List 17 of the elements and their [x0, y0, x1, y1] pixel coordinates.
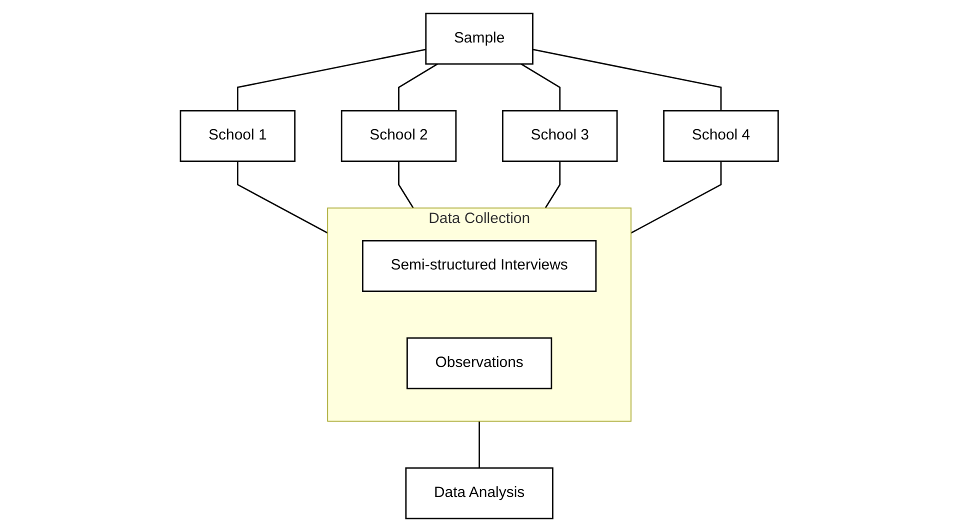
node-box: Data Analysis: [405, 466, 554, 519]
node-box: Semi-structured Interviews: [362, 240, 597, 292]
connector: [478, 420, 480, 468]
connector: [398, 62, 438, 110]
node-box: School 1: [180, 110, 296, 162]
connector: [237, 48, 426, 110]
node-box: Observations: [406, 336, 552, 389]
node-box: Sample: [425, 12, 534, 64]
node-box: School 2: [341, 110, 457, 162]
connector: [520, 62, 561, 110]
connector: [237, 160, 328, 234]
connector: [544, 160, 561, 208]
node-box: School 4: [663, 110, 780, 162]
connector: [398, 160, 414, 208]
connector: [532, 48, 722, 110]
connector: [630, 160, 722, 234]
node-box: School 3: [502, 110, 618, 162]
